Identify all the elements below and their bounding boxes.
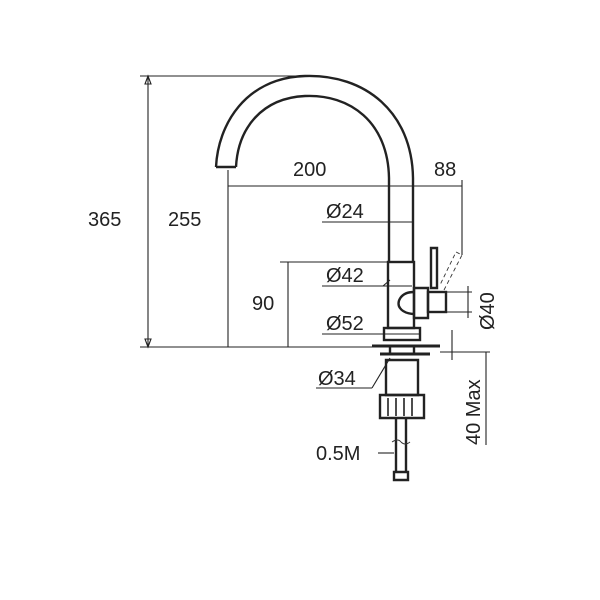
- dim-d42-tick: [382, 279, 391, 287]
- lever-handle: [429, 246, 439, 290]
- arrow-365-top: [144, 74, 152, 85]
- lever-handle-ghost: [439, 251, 463, 291]
- label-handle-height: 90: [252, 293, 274, 315]
- hose-break: [391, 439, 411, 445]
- label-shank-diameter: Ø34: [318, 368, 356, 390]
- faucet-body: [386, 260, 416, 330]
- mounting-nut: [384, 358, 420, 397]
- spout-outer-edge: [214, 74, 415, 262]
- lever-block: [426, 290, 448, 314]
- label-lever-diameter: Ø40: [477, 292, 499, 330]
- arrow-365-bottom: [144, 338, 152, 349]
- label-total-height: 365: [88, 209, 121, 231]
- label-base-diameter: Ø52: [326, 313, 364, 335]
- label-max-deck: 40 Max: [463, 379, 485, 445]
- nut-flange: [378, 393, 426, 420]
- hose-fitting: [392, 470, 410, 482]
- label-spout-height: 255: [168, 209, 201, 231]
- label-body-diameter: Ø42: [326, 265, 364, 287]
- dimension-lines: [140, 74, 490, 454]
- spout-inner-edge: [234, 94, 391, 262]
- lever-knob: [397, 290, 415, 316]
- faucet-outline: [214, 74, 463, 482]
- label-hose-length: 0.5M: [316, 443, 360, 465]
- dim-d34-tick: [371, 357, 391, 389]
- label-spout-diameter: Ø24: [326, 201, 364, 223]
- label-handle-offset: 88: [434, 159, 456, 181]
- lever-housing: [412, 286, 430, 320]
- shank: [388, 344, 416, 356]
- label-spout-reach: 200: [293, 159, 326, 181]
